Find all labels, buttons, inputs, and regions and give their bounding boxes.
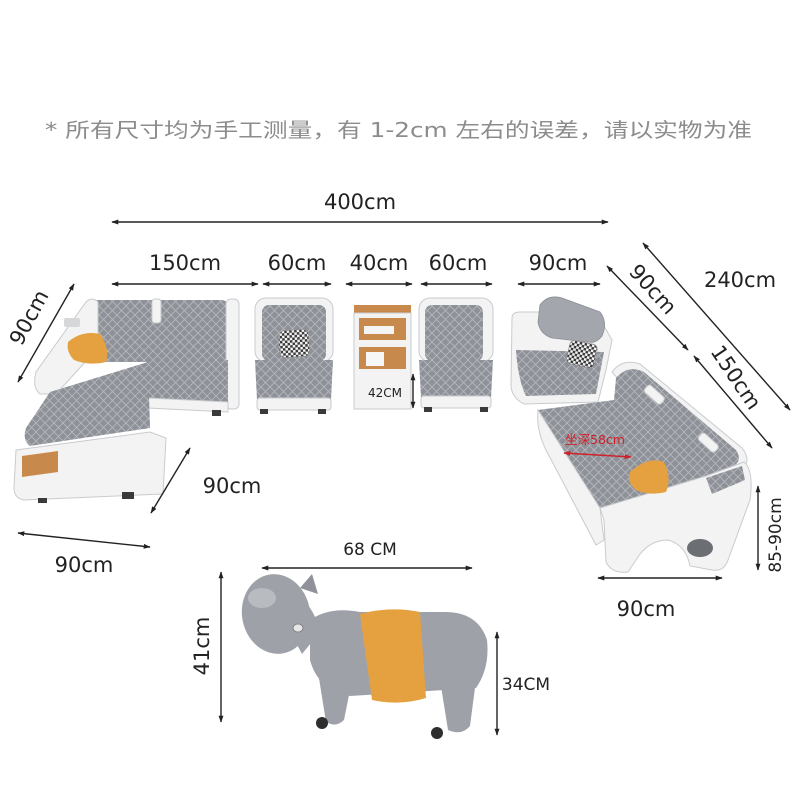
chair-left-seat: [255, 360, 333, 400]
chaise-front-leg: [122, 492, 134, 499]
top-dimensions: 400cm 150cm 60cm 40cm 60cm 90cm: [111, 190, 609, 287]
chaise-back-leg: [212, 410, 221, 416]
orange-throw-pillow: [67, 333, 108, 364]
chaise-side-depth-label: 90cm: [5, 286, 54, 349]
stool-seat-height-label: 34CM: [502, 675, 550, 695]
seat-depth-label: 坐深58cm: [565, 432, 625, 447]
chaise-lounger-cushion: [24, 362, 151, 446]
right-sofa-front-base: [537, 408, 605, 546]
houndstooth-pillow: [278, 329, 310, 358]
corner-side-depth-label: 90cm: [624, 259, 681, 319]
right-section-length-label: 150cm: [706, 341, 766, 414]
arm-cutout: [687, 539, 713, 557]
chaise-right-panel: [225, 298, 240, 410]
console-top: [354, 305, 411, 313]
chaise-front-width-arrow: [17, 531, 151, 549]
stool-height-label: 41cm: [190, 617, 214, 676]
seat-depth-arrow: [563, 450, 632, 460]
stool-head-highlight: [248, 588, 276, 608]
right-sofa-section: 坐深58cm: [537, 361, 752, 573]
chair-right-leg-b: [480, 407, 488, 412]
console-height-label: 42CM: [368, 386, 402, 400]
chaise-backrest: [90, 300, 230, 362]
chair-left-base: [256, 397, 332, 411]
chair-left-leg-b: [318, 409, 326, 414]
chair-right-backrest: [425, 305, 483, 361]
armless-chair-left: [254, 297, 334, 414]
chair-right-seat: [419, 360, 493, 398]
storage-console: 42CM: [353, 305, 416, 410]
right-section-length-arrow: [693, 355, 773, 449]
chair-left-width-label: 60cm: [268, 251, 327, 275]
back-stripe-b: [697, 432, 719, 453]
back-height-label: 85-90cm: [766, 497, 786, 572]
horse-stool: 68 CM 41cm 34CM: [190, 540, 550, 739]
chaise-lounger-depth-label: 90cm: [203, 474, 262, 498]
chaise-seat: [146, 360, 228, 402]
measurement-notice: * 所有尺寸均为手工测量，有 1-2cm 左右的误差，请以实物为准: [45, 118, 752, 142]
chair-right-leg-a: [424, 407, 432, 412]
chaise-back-width-label: 150cm: [149, 251, 221, 275]
corner-side-depth-arrow: [606, 265, 689, 351]
corner-width-label: 90cm: [529, 251, 588, 275]
stool-length-label: 68 CM: [343, 540, 397, 560]
chaise-storage-compartment: [22, 451, 58, 477]
armless-chair-right: [418, 297, 494, 412]
stool-ear: [300, 574, 318, 594]
shelf-tray: [364, 326, 394, 334]
overall-width-label: 400cm: [324, 190, 396, 214]
stool-front-wheel: [316, 717, 328, 729]
shelf-box: [366, 352, 384, 366]
chair-left-leg-a: [260, 409, 268, 414]
stool-saddle: [360, 609, 426, 703]
chair-right-width-label: 60cm: [429, 251, 488, 275]
chaise-sectional: [13, 298, 240, 503]
stool-eye: [292, 623, 304, 633]
corner-seat: [510, 296, 613, 405]
stool-rear-leg: [440, 680, 476, 733]
right-section-depth-label: 90cm: [617, 597, 676, 621]
right-run-total-label: 240cm: [704, 268, 776, 292]
backrest-stripe: [151, 298, 162, 324]
right-orange-pillow: [628, 460, 669, 494]
arm-control-panel: [64, 318, 80, 327]
right-sofa-backrest: [614, 369, 739, 476]
chaise-side-depth-arrow: [17, 283, 75, 383]
corner-houndstooth-pillow: [566, 339, 598, 369]
right-sofa-arm-top: [706, 466, 745, 494]
chaise-side-leg: [38, 498, 47, 503]
chair-right-base: [420, 395, 492, 409]
console-width-label: 40cm: [350, 251, 409, 275]
stool-rear-wheel: [431, 727, 443, 739]
chaise-lounger-depth-arrow: [150, 447, 191, 514]
back-stripe-a: [643, 384, 665, 405]
grey-back-pillow: [537, 296, 605, 343]
lower-dimensions: 90cm 90cm 90cm 85-90cm: [17, 447, 786, 621]
chaise-front-width-label: 90cm: [55, 553, 114, 577]
